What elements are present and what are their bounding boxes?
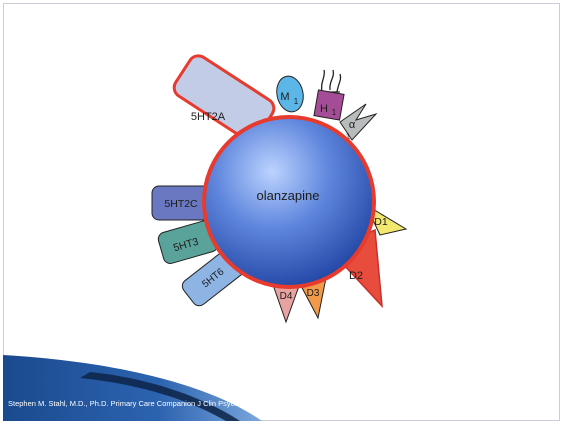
center-label: olanzapine: [257, 188, 320, 203]
label-d3: D3: [307, 288, 320, 299]
receptor-5ht2a: 5HT2A: [172, 54, 276, 142]
citation-text: Stephen M. Stahl, M.D., Ph.D. Primary Ca…: [8, 399, 309, 408]
receptor-5ht2c: 5HT2C: [151, 185, 213, 221]
olanzapine-sphere: olanzapine: [202, 115, 376, 289]
label-5ht2c: 5HT2C: [164, 198, 198, 210]
label-h1: H: [320, 103, 328, 115]
receptor-5ht3: 5HT3: [157, 220, 219, 264]
label-m1-sub: 1: [294, 97, 299, 106]
label-d2: D2: [349, 270, 363, 282]
footer-band: [3, 355, 262, 421]
label-m1: M: [280, 91, 289, 103]
receptor-h1: H 1: [313, 69, 345, 121]
label-h1-sub: 1: [332, 108, 337, 117]
label-alpha1-sub: 1: [346, 132, 351, 141]
label-d1: D1: [374, 216, 388, 228]
label-d4: D4: [280, 291, 293, 302]
receptor-alpha1: α 1: [339, 103, 378, 141]
slide-frame: [3, 3, 560, 421]
receptor-m1: M 1: [276, 75, 304, 113]
label-5ht2a: 5HT2A: [191, 111, 226, 123]
label-alpha1: α: [349, 119, 356, 131]
